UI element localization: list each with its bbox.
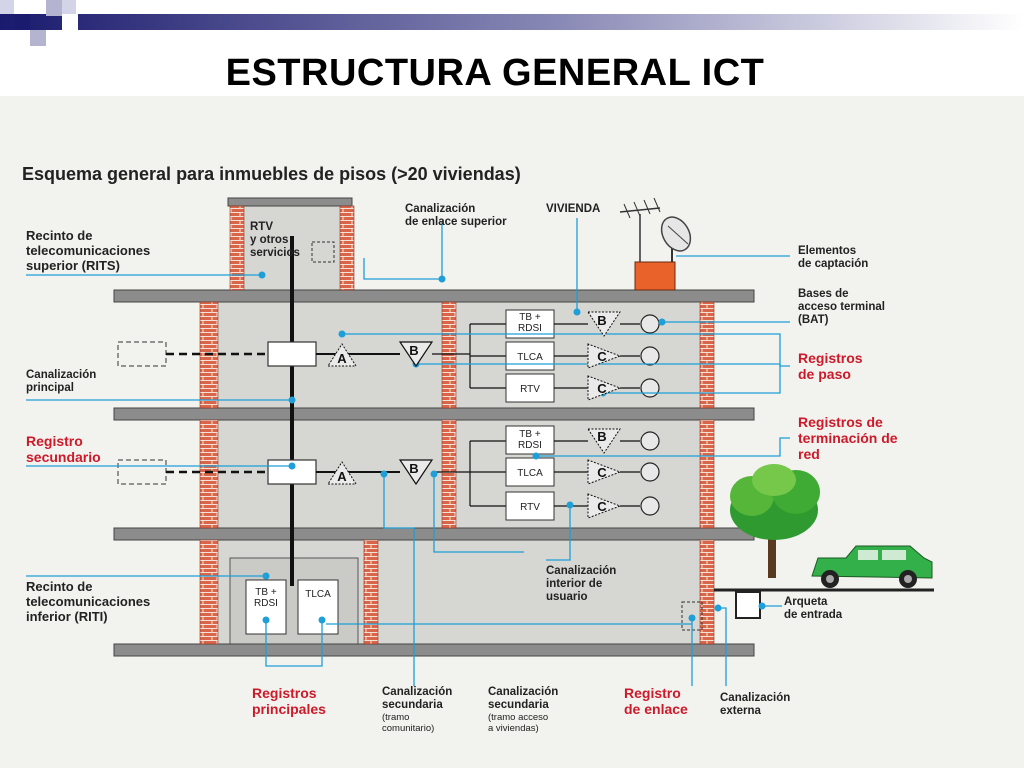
svg-text:TB +: TB + <box>519 429 541 440</box>
svg-text:Canalización: Canalización <box>546 565 616 577</box>
brick-walls <box>199 205 715 645</box>
svg-text:RTV: RTV <box>520 502 540 513</box>
floor-slab-1 <box>113 643 755 657</box>
arqueta-box <box>735 591 761 619</box>
svg-text:de paso: de paso <box>798 366 851 382</box>
svg-text:C: C <box>597 349 607 364</box>
svg-text:principales: principales <box>252 701 326 717</box>
svg-text:acceso terminal: acceso terminal <box>798 301 885 313</box>
svg-text:de enlace: de enlace <box>624 701 688 717</box>
svg-text:Recinto de: Recinto de <box>26 228 92 243</box>
svg-text:Recinto de: Recinto de <box>26 579 92 594</box>
svg-text:TB +: TB + <box>519 312 541 323</box>
top-labels: Canalización de enlace superior VIVIENDA <box>405 203 600 228</box>
svg-text:B: B <box>409 461 418 476</box>
riti-boxes <box>245 579 339 635</box>
svg-text:Registro: Registro <box>624 685 681 701</box>
svg-text:A: A <box>337 469 347 484</box>
svg-text:RTV: RTV <box>250 221 273 233</box>
marker-triangles: A B A B B C C B C C <box>327 311 622 519</box>
slide-header-decoration <box>0 0 1024 46</box>
svg-text:RTV: RTV <box>520 384 540 395</box>
svg-text:Canalización: Canalización <box>26 369 96 381</box>
svg-text:externa: externa <box>720 705 762 717</box>
svg-text:(tramo acceso: (tramo acceso <box>488 712 548 723</box>
svg-text:interior de: interior de <box>546 578 602 590</box>
svg-text:de entrada: de entrada <box>784 609 843 621</box>
leader-lines <box>26 218 790 686</box>
svg-text:Canalización: Canalización <box>720 692 790 704</box>
svg-text:red: red <box>798 446 820 462</box>
roof-slab <box>113 289 755 303</box>
svg-text:VIVIENDA: VIVIENDA <box>546 203 600 215</box>
svg-text:Bases de: Bases de <box>798 288 849 300</box>
car-icon <box>811 545 933 588</box>
svg-text:Registros: Registros <box>798 350 863 366</box>
ict-structure-diagram: Esquema general para inmuebles de pisos … <box>22 164 934 734</box>
svg-text:C: C <box>597 465 607 480</box>
svg-text:RDSI: RDSI <box>254 598 278 609</box>
svg-text:Arqueta: Arqueta <box>784 596 828 608</box>
svg-text:telecomunicaciones: telecomunicaciones <box>26 594 150 609</box>
svg-text:servicios: servicios <box>250 247 300 259</box>
svg-text:Canalización: Canalización <box>405 203 475 215</box>
left-labels: Recinto de telecomunicaciones superior (… <box>26 228 150 624</box>
antenna-icon <box>619 197 692 291</box>
svg-text:usuario: usuario <box>546 591 588 603</box>
diagram-subtitle: Esquema general para inmuebles de pisos … <box>22 164 521 184</box>
svg-text:secundario: secundario <box>26 449 101 465</box>
slide-title: ESTRUCTURA GENERAL ICT <box>225 52 765 94</box>
svg-text:Registro: Registro <box>26 433 83 449</box>
svg-text:A: A <box>337 351 347 366</box>
svg-text:C: C <box>597 499 607 514</box>
svg-text:a viviendas): a viviendas) <box>488 723 539 734</box>
box-labels: TB + RDSI TLCA RTV TB + RDSI TLCA RTV TB… <box>254 312 543 609</box>
svg-text:terminación de: terminación de <box>798 430 898 446</box>
svg-text:TLCA: TLCA <box>517 468 543 479</box>
rits-dashed-box <box>311 241 335 263</box>
svg-text:RDSI: RDSI <box>518 440 542 451</box>
svg-text:secundaria: secundaria <box>382 699 443 711</box>
rits-roof <box>227 197 353 207</box>
svg-text:TLCA: TLCA <box>305 589 331 600</box>
svg-text:TLCA: TLCA <box>517 352 543 363</box>
rits-interior <box>230 204 348 290</box>
svg-text:Registros de: Registros de <box>798 414 883 430</box>
svg-text:Elementos: Elementos <box>798 245 856 257</box>
svg-text:Canalización: Canalización <box>382 686 452 698</box>
svg-text:principal: principal <box>26 382 74 394</box>
svg-text:B: B <box>409 343 418 358</box>
bottom-labels: Registros principales Canalización secun… <box>252 685 790 734</box>
svg-text:RDSI: RDSI <box>518 323 542 334</box>
tree-icon <box>730 464 820 578</box>
right-labels: Elementos de captación Bases de acceso t… <box>546 245 898 621</box>
svg-text:C: C <box>597 381 607 396</box>
svg-text:(BAT): (BAT) <box>798 314 829 326</box>
floor-3-network <box>117 309 660 403</box>
svg-text:B: B <box>597 429 606 444</box>
svg-text:de enlace superior: de enlace superior <box>405 216 507 228</box>
svg-text:Canalización: Canalización <box>488 686 558 698</box>
svg-text:(tramo: (tramo <box>382 712 409 723</box>
svg-text:de captación: de captación <box>798 258 868 270</box>
svg-text:Registros: Registros <box>252 685 317 701</box>
svg-text:comunitario): comunitario) <box>382 723 434 734</box>
svg-text:superior (RITS): superior (RITS) <box>26 258 120 273</box>
rtv-services-label: RTV y otros servicios <box>250 221 300 259</box>
svg-text:y otros: y otros <box>250 234 288 246</box>
svg-text:telecomunicaciones: telecomunicaciones <box>26 243 150 258</box>
svg-text:TB +: TB + <box>255 587 277 598</box>
svg-text:secundaria: secundaria <box>488 699 549 711</box>
svg-text:B: B <box>597 313 606 328</box>
floor-slab-3 <box>113 407 755 421</box>
floor-2-network <box>117 425 660 521</box>
svg-text:inferior (RITI): inferior (RITI) <box>26 609 108 624</box>
